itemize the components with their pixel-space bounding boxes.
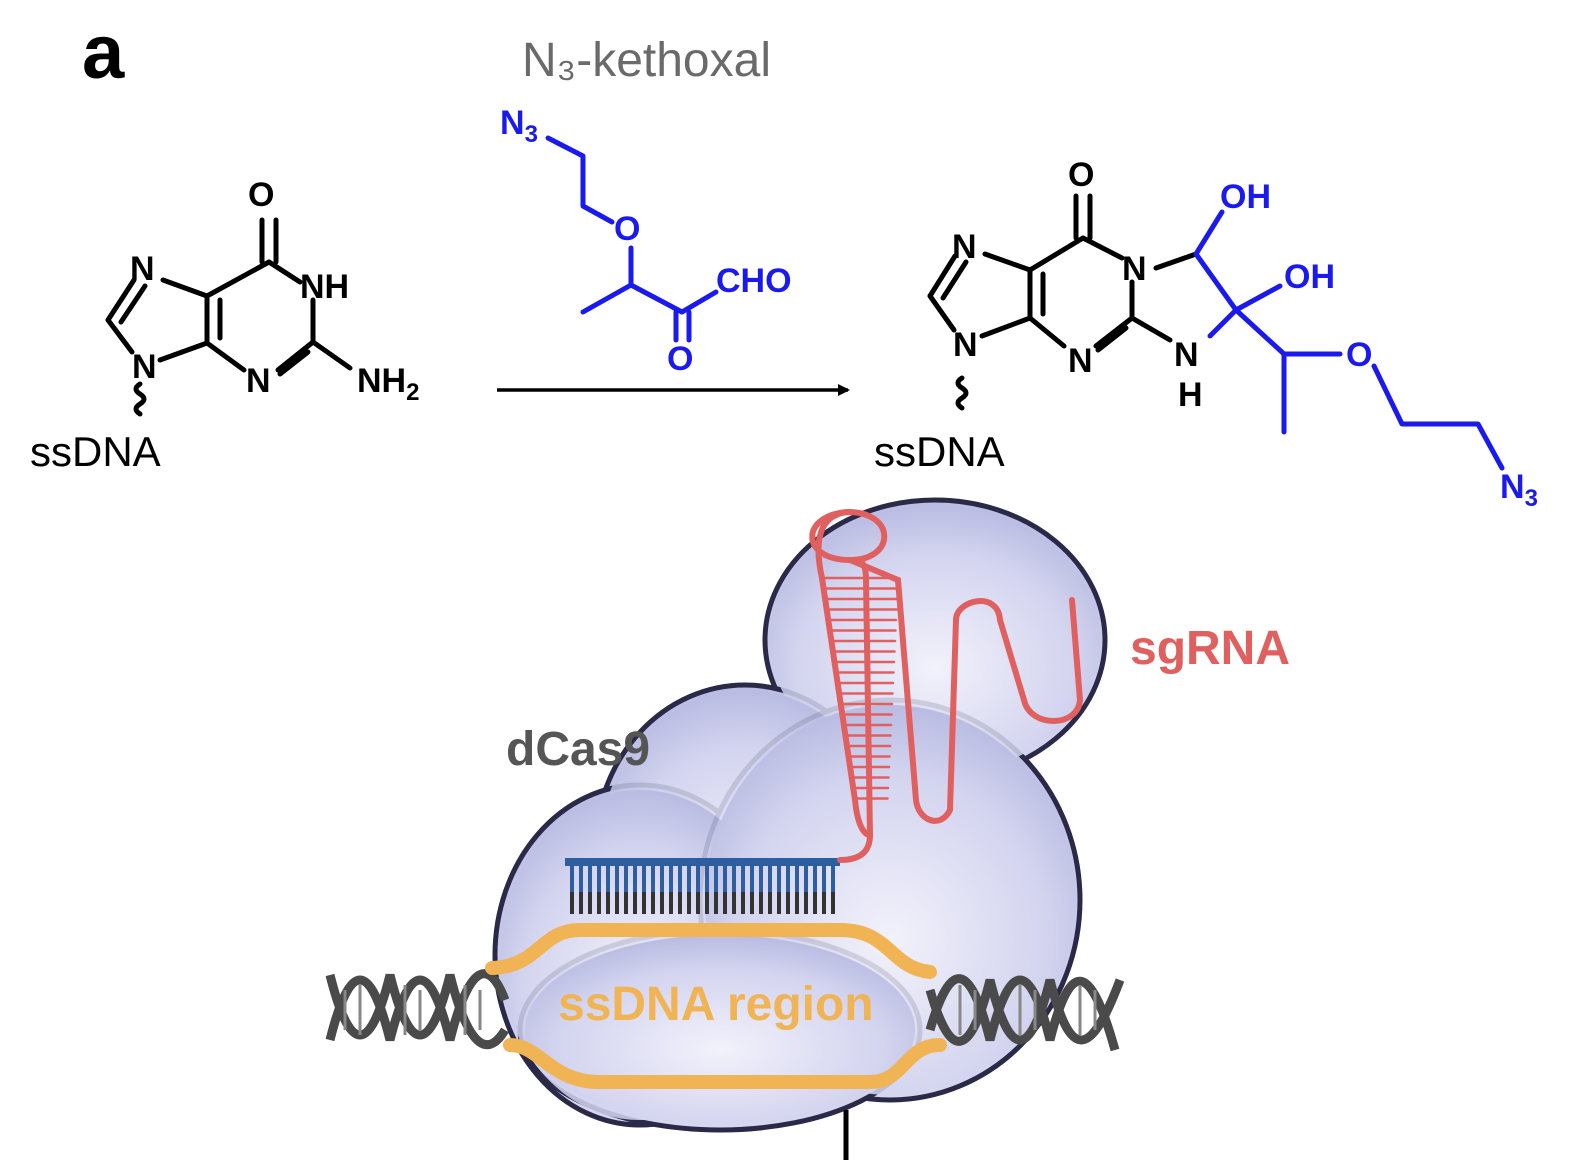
reagent-azide-sub: 3 [525,121,538,148]
ssdna-bubble [485,923,947,1089]
reagent-structure: N3 O CHO O [500,104,792,378]
reagent-azide: N3 [500,104,538,148]
product-n1: N [1122,250,1147,288]
product-azide-main: N [1500,468,1525,506]
hybrid-rungs [570,866,835,914]
product-n7: N [952,228,977,266]
reagent-cho: CHO [716,262,792,300]
label-ssdna-region: ssDNA region [558,978,874,1031]
guanine-structure: O N NH N N NH2 ssDNA [30,176,419,475]
product-oh-2: OH [1284,258,1335,296]
guanine-o: O [248,176,274,214]
guanine-nh2: NH2 [357,362,419,406]
sgrna-stem-strand [815,509,873,838]
product-structure: O N N N N N H OH OH O N3 ssDNA [874,156,1538,512]
reagent-ether-o: O [614,210,640,248]
product-o: O [1068,156,1094,194]
label-dcas9: dCas9 [506,723,650,776]
reagent-azide-main: N [500,104,525,142]
guanine-n9: N [132,348,157,386]
product-oh-1: OH [1220,178,1271,216]
product-azide: N3 [1500,468,1538,512]
rna-dna-hybrid [565,858,840,914]
reagent-keto-o: O [667,340,693,378]
guanine-n3: N [246,362,271,400]
product-n9: N [953,326,978,364]
guanine-n1h: NH [300,268,349,306]
sgrna-rungs [815,509,900,838]
guanine-ssdna-label: ssDNA [30,428,161,475]
reagent-name: N₃-kethoxal [522,34,771,87]
product-nh-h: H [1178,376,1203,414]
product-n3: N [1068,342,1093,380]
product-ether-o: O [1346,336,1372,374]
label-sgrna: sgRNA [1130,622,1290,675]
panel-label: a [82,10,125,95]
sgrna-structure [809,508,1084,863]
guanine-n7: N [130,250,155,288]
product-nh-n: N [1174,336,1199,374]
guanine-nh2-sub: 2 [406,379,419,406]
product-ssdna-label: ssDNA [874,428,1005,475]
product-azide-sub: 3 [1525,485,1538,512]
dcas9-complex: dCas9 sgRNA ssDNA region [325,497,1290,1160]
dna-helix-left [325,969,510,1050]
dna-helix-right [925,974,1125,1052]
guanine-nh2-main: NH [357,362,406,400]
